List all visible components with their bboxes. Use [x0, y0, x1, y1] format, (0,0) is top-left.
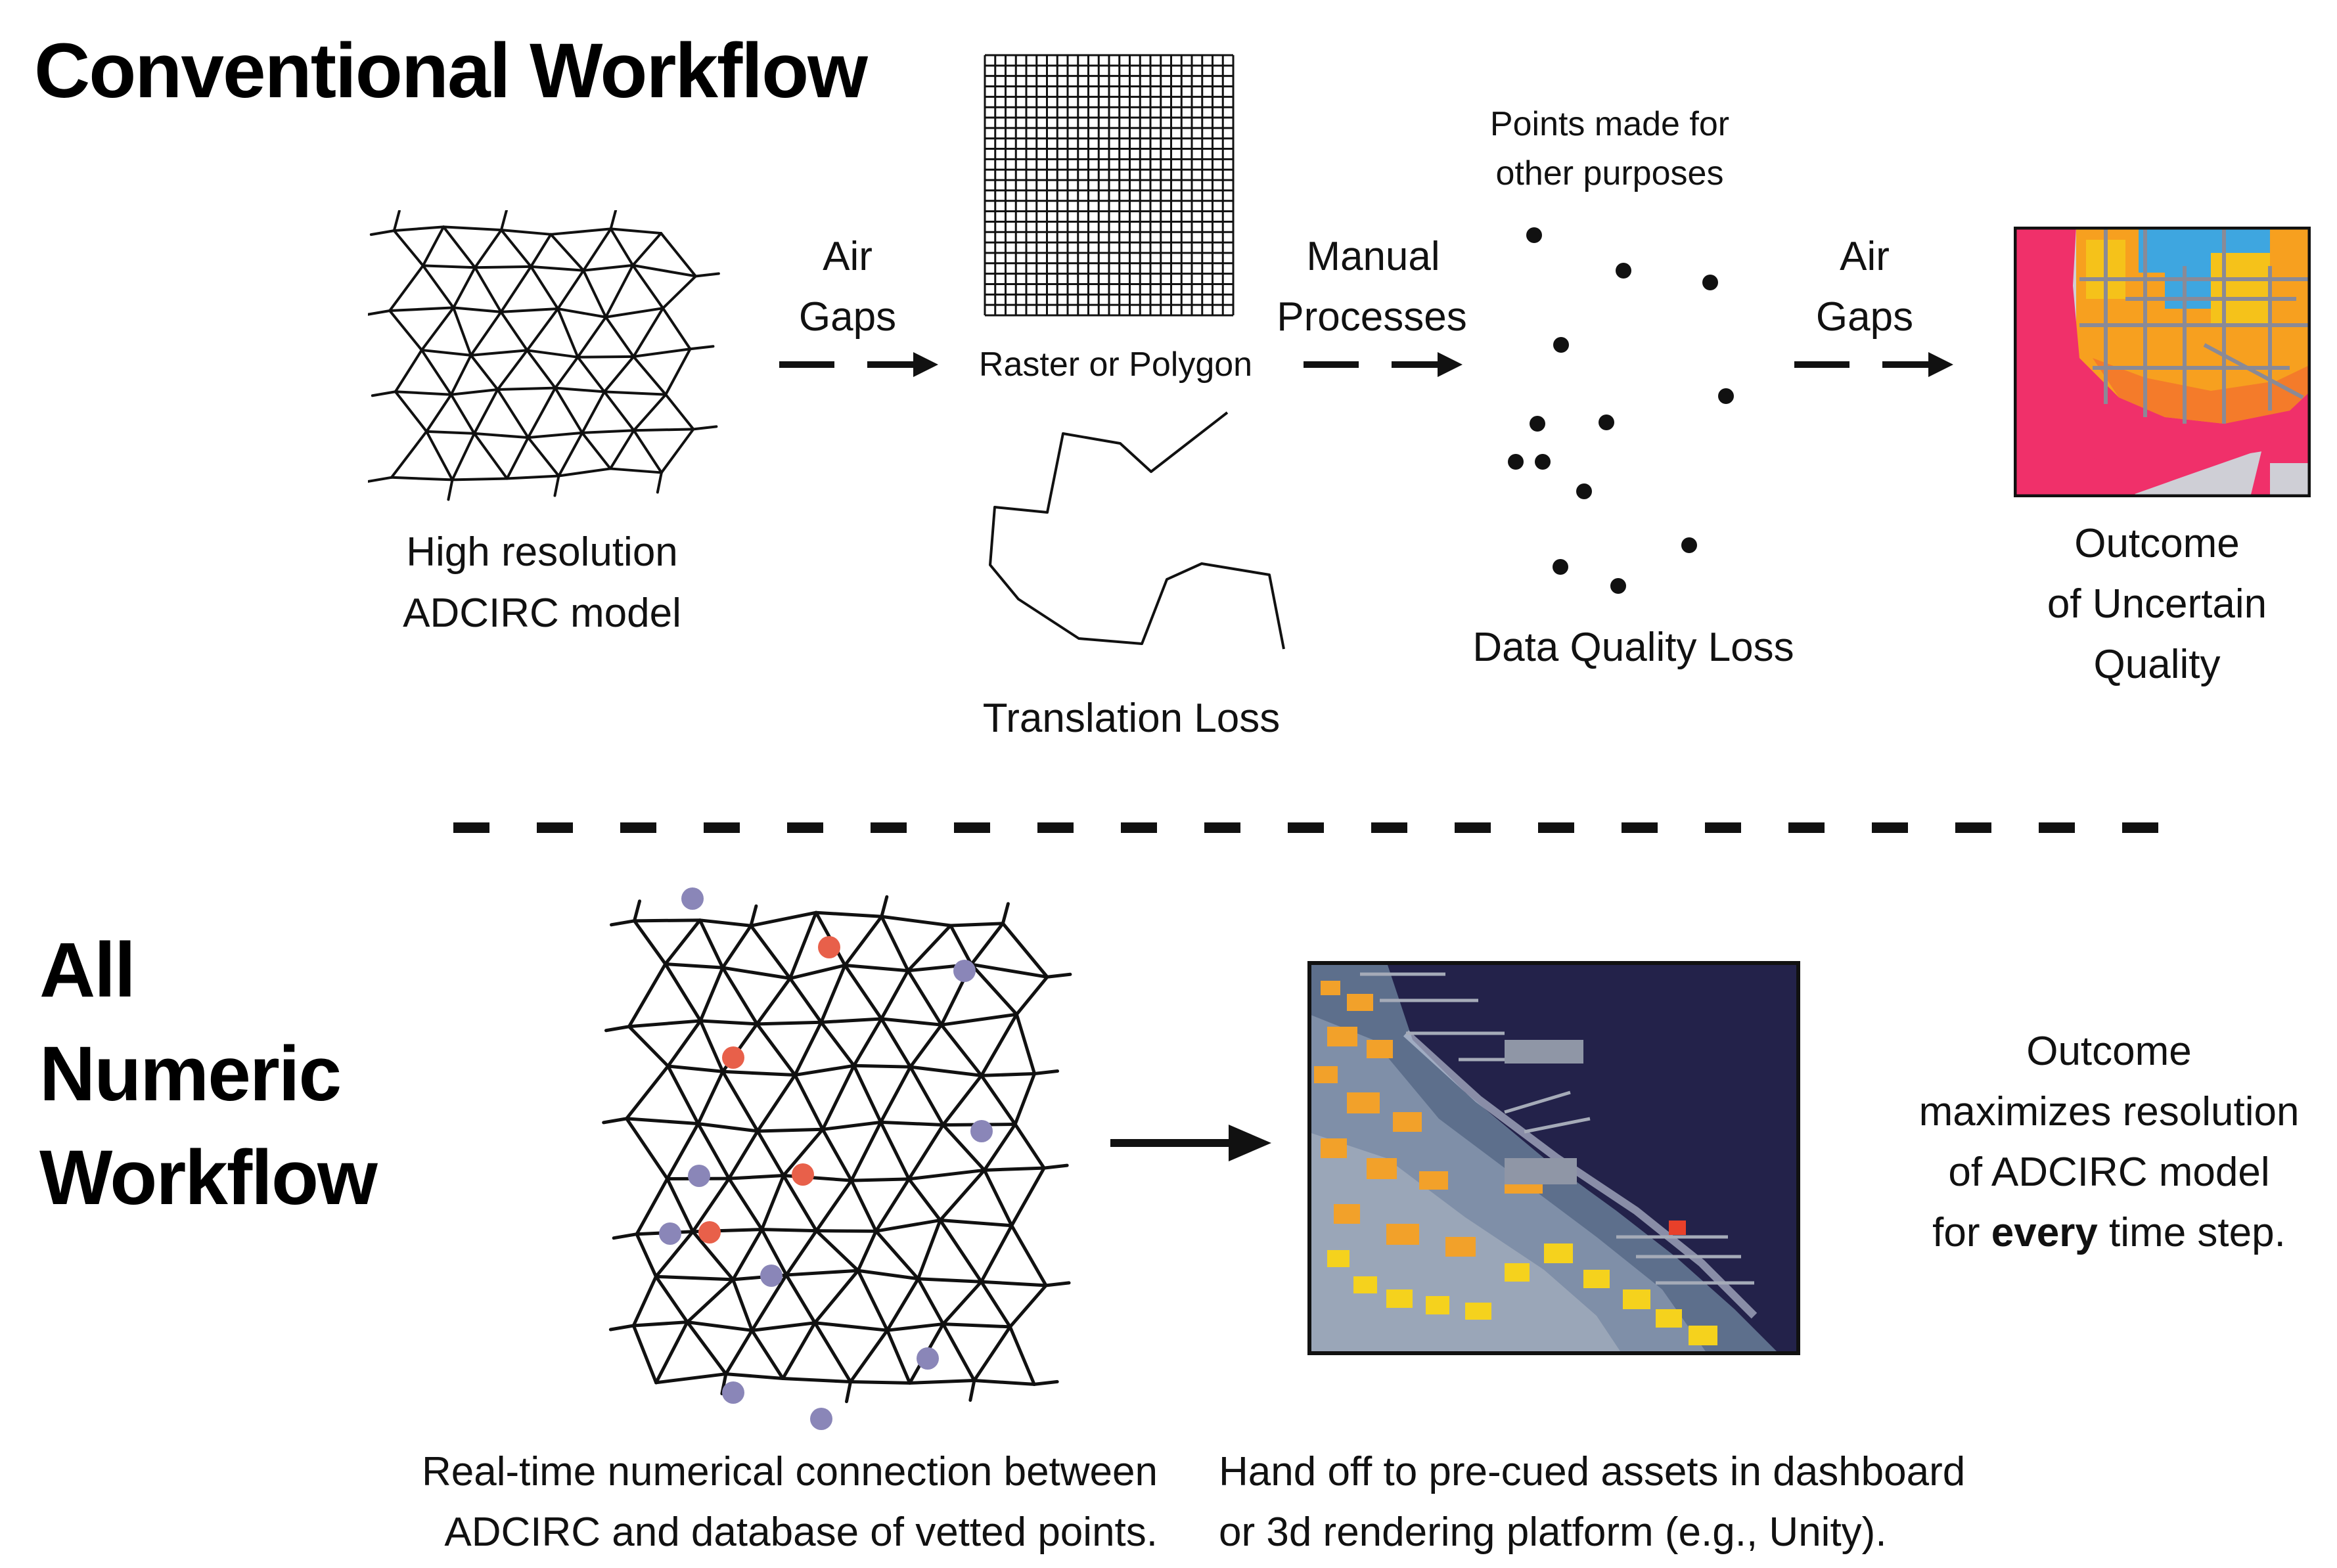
- 3d-rendering-image: [1307, 961, 1800, 1355]
- points-label-line1: Points made for: [1489, 105, 1730, 143]
- handoff-caption-line2: or 3d rendering platform (e.g., Unity).: [1219, 1510, 1887, 1555]
- points-label-line2: other purposes: [1495, 154, 1724, 192]
- outcome-maximizes-line2: maximizes resolution: [1918, 1089, 2300, 1134]
- air-gaps-label-1-line1: Air: [823, 234, 873, 279]
- connection-caption-line1: Real-time numerical connection between: [421, 1449, 1158, 1494]
- flood-map-image: [2014, 227, 2311, 497]
- solid-arrow: [1110, 1125, 1271, 1161]
- outcome-maximizes-line3: of ADCIRC model: [1948, 1150, 2270, 1195]
- adcirc-mesh-icon: [368, 210, 720, 501]
- dashed-arrow-3: [1794, 352, 1953, 377]
- adcirc-mesh-with-points-icon: [602, 887, 1072, 1430]
- translation-loss-label: Translation Loss: [982, 696, 1281, 741]
- manual-processes-line1: Manual: [1306, 234, 1440, 279]
- polygon-line-icon: [989, 411, 1285, 650]
- air-gaps-label-2-line2: Gaps: [1815, 294, 1914, 340]
- numeric-workflow-title-line1: All: [39, 927, 136, 1014]
- raster-label: Raster or Polygon: [978, 346, 1253, 384]
- air-gaps-label-2-line1: Air: [1840, 234, 1890, 279]
- outcome-maximizes-line4: for every time step.: [1932, 1210, 2286, 1255]
- outcome-uncertain-line1: Outcome: [2074, 521, 2240, 566]
- air-gaps-label-1-line2: Gaps: [798, 294, 897, 340]
- handoff-caption-line1: Hand off to pre-cued assets in dashboard: [1219, 1449, 1966, 1494]
- outcome-maximizes-line1: Outcome: [2026, 1029, 2192, 1074]
- dashed-arrow-1: [779, 352, 938, 377]
- model-label-line1: High resolution: [406, 529, 678, 575]
- connection-caption-line2: ADCIRC and database of vetted points.: [444, 1510, 1158, 1555]
- scattered-points-icon: [1508, 227, 1734, 594]
- outcome-uncertain-line3: Quality: [2093, 642, 2221, 687]
- section-divider: [453, 822, 2175, 833]
- model-label-line2: ADCIRC model: [403, 591, 681, 636]
- manual-processes-line2: Processes: [1277, 294, 1467, 340]
- numeric-workflow-title-line3: Workflow: [39, 1134, 378, 1221]
- numeric-workflow-title-line2: Numeric: [39, 1031, 342, 1117]
- conventional-workflow-title: Conventional Workflow: [34, 28, 868, 114]
- dashed-arrow-2: [1304, 352, 1463, 377]
- data-quality-loss-label: Data Quality Loss: [1472, 625, 1794, 670]
- outcome-uncertain-line2: of Uncertain: [2047, 581, 2267, 627]
- emphasis-every: every: [1991, 1210, 2098, 1255]
- raster-grid-icon: [984, 54, 1235, 317]
